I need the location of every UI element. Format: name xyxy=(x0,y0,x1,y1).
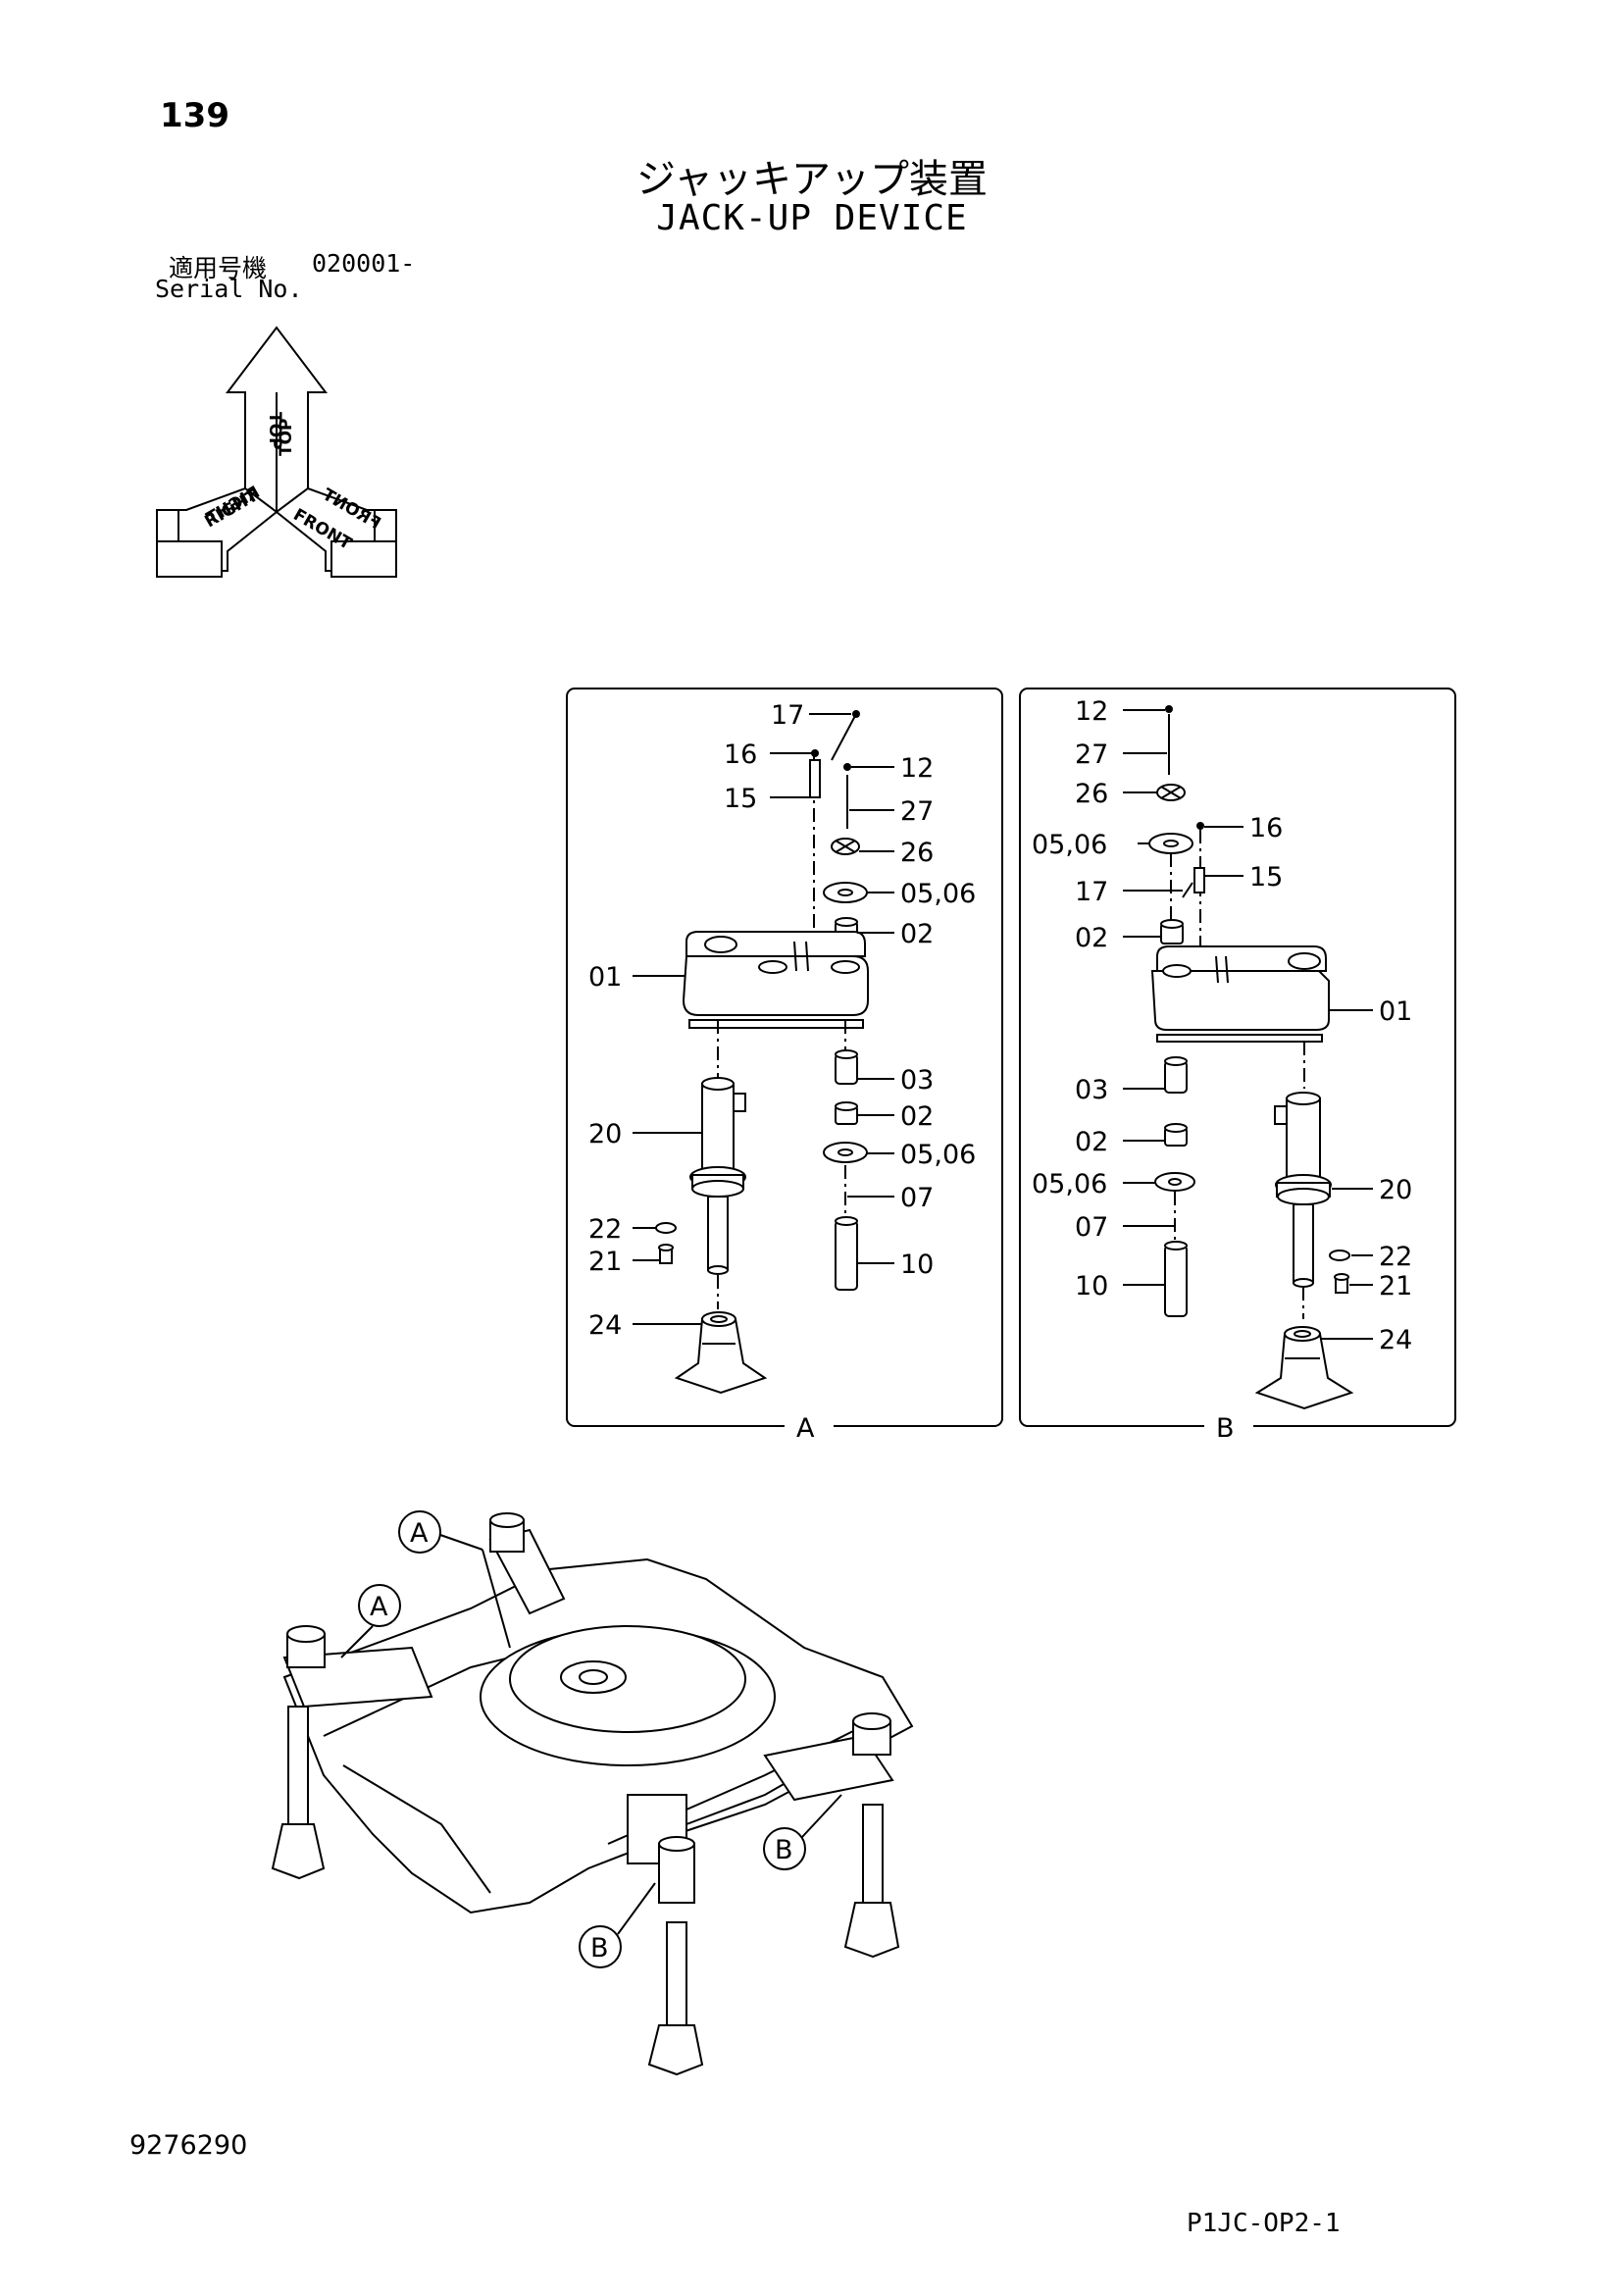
callout-b-01: 01 xyxy=(1379,996,1412,1027)
detail-a-label: A xyxy=(796,1413,815,1444)
detail-a-parts xyxy=(633,710,894,1395)
page-number: 139 xyxy=(160,96,229,135)
orientation-top-label-right: TOP xyxy=(277,418,296,456)
serial-number-value: 020001- xyxy=(312,249,416,278)
detail-b-label: B xyxy=(1216,1413,1235,1444)
callout-a-01: 01 xyxy=(588,962,622,993)
orientation-indicator: TOP TOP RIGHT RIGHT FRONT FRONT xyxy=(156,326,397,578)
callout-a-12: 12 xyxy=(900,753,934,784)
page-code: P1JC-OP2-1 xyxy=(1187,2209,1341,2238)
callout-a-15: 15 xyxy=(724,784,757,814)
detail-a-panel: A xyxy=(566,688,1003,1444)
callout-a-05-06-lower: 05,06 xyxy=(900,1140,976,1170)
serial-label: Serial No. xyxy=(155,275,303,303)
callout-a-22: 22 xyxy=(588,1214,622,1245)
callout-a-26: 26 xyxy=(900,838,934,868)
callout-b-02-lower: 02 xyxy=(1075,1127,1108,1157)
callout-a-03: 03 xyxy=(900,1065,934,1096)
callout-b-24: 24 xyxy=(1379,1325,1412,1355)
callout-b-27: 27 xyxy=(1075,740,1108,770)
overview-marker-b-front: B xyxy=(590,1933,609,1964)
callout-a-21: 21 xyxy=(588,1247,622,1277)
detail-b-parts xyxy=(1123,705,1373,1410)
callout-b-17: 17 xyxy=(1075,877,1108,907)
callout-a-07: 07 xyxy=(900,1183,934,1213)
callout-b-22: 22 xyxy=(1379,1242,1412,1272)
callout-b-02: 02 xyxy=(1075,923,1108,953)
detail-b-panel: B xyxy=(1019,688,1456,1444)
overview-marker-a-left: A xyxy=(370,1592,388,1622)
callout-b-03: 03 xyxy=(1075,1075,1108,1105)
callout-a-02: 02 xyxy=(900,919,934,949)
callout-b-15: 15 xyxy=(1249,862,1283,893)
callout-a-20: 20 xyxy=(588,1119,622,1149)
callout-b-21: 21 xyxy=(1379,1271,1412,1301)
callout-b-20: 20 xyxy=(1379,1175,1412,1205)
callout-b-05-06-lower: 05,06 xyxy=(1032,1169,1107,1199)
callout-a-16: 16 xyxy=(724,740,757,770)
overview-marker-b-right: B xyxy=(775,1835,793,1865)
callout-b-12: 12 xyxy=(1075,696,1108,727)
callout-a-24: 24 xyxy=(588,1310,622,1341)
callout-b-05-06: 05,06 xyxy=(1032,830,1107,860)
callout-a-10: 10 xyxy=(900,1250,934,1280)
callout-b-10: 10 xyxy=(1075,1271,1108,1301)
overview-marker-a-rear: A xyxy=(410,1518,429,1549)
document-number: 9276290 xyxy=(129,2130,248,2161)
callout-a-02-lower: 02 xyxy=(900,1101,934,1132)
page-title-japanese: ジャッキアップ装置 xyxy=(636,157,988,202)
callout-b-16: 16 xyxy=(1249,813,1283,843)
callout-a-17: 17 xyxy=(771,700,804,731)
frame-overview: A A B B xyxy=(271,1510,914,2076)
callout-a-27: 27 xyxy=(900,796,934,827)
callout-a-05-06: 05,06 xyxy=(900,879,976,909)
callout-b-07: 07 xyxy=(1075,1212,1108,1243)
orientation-top-label-left: TOP xyxy=(265,412,284,450)
page-title: JACK-UP DEVICE xyxy=(656,198,968,238)
callout-b-26: 26 xyxy=(1075,779,1108,809)
serial-label-japanese: 適用号機 xyxy=(169,254,268,282)
